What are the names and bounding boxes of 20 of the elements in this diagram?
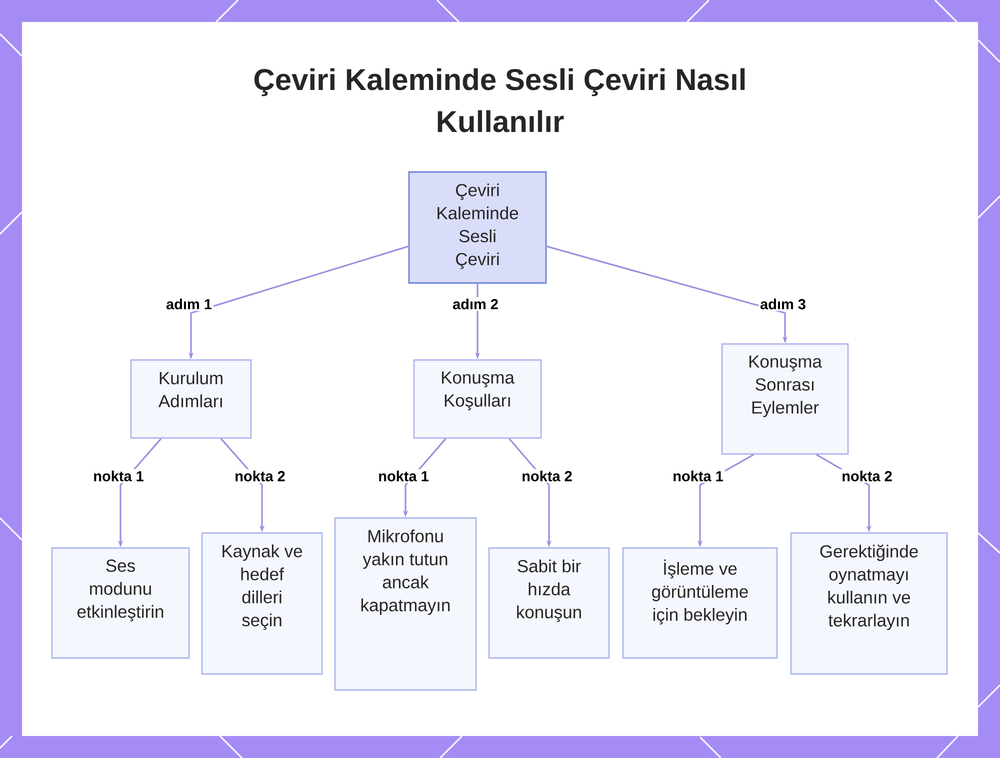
process-box: Kaynak ve hedef dilleri seçin xyxy=(201,532,323,675)
process-box: Mikrofonu yakın tutun ancak kapatmayın xyxy=(334,517,477,691)
title: Çeviri Kaleminde Sesli Çeviri Nasıl Kullanılır xyxy=(254,68,745,132)
process-box: İşleme ve görüntüleme için bekleyin xyxy=(622,547,778,659)
process-box: Konuşma Sonrası Eylemler xyxy=(721,343,849,455)
process-box: Kurulum Adımları xyxy=(130,359,252,439)
process-box: Gerektiğinde oynatmayı kullanın ve tekrarlayın xyxy=(790,532,948,675)
edge-label: nokta 1 xyxy=(376,469,430,483)
edge-label: nokta 2 xyxy=(840,469,894,483)
root-box: Çeviri Kaleminde Sesli Çeviri xyxy=(408,171,547,284)
edge-label: adım 2 xyxy=(451,297,500,311)
process-box: Sabit bir hızda konuşun xyxy=(488,547,610,659)
edge-label: nokta 2 xyxy=(233,469,287,483)
edge-label: adım 3 xyxy=(758,297,808,311)
edge-label: adım 1 xyxy=(164,297,214,311)
edge-label: nokta 1 xyxy=(92,469,146,483)
process-box: Konuşma Koşulları xyxy=(413,359,542,439)
edge-label: nokta 1 xyxy=(671,469,725,483)
edge-label: nokta 2 xyxy=(520,469,574,483)
process-box: Ses modunu etkinleştirin xyxy=(51,547,190,659)
